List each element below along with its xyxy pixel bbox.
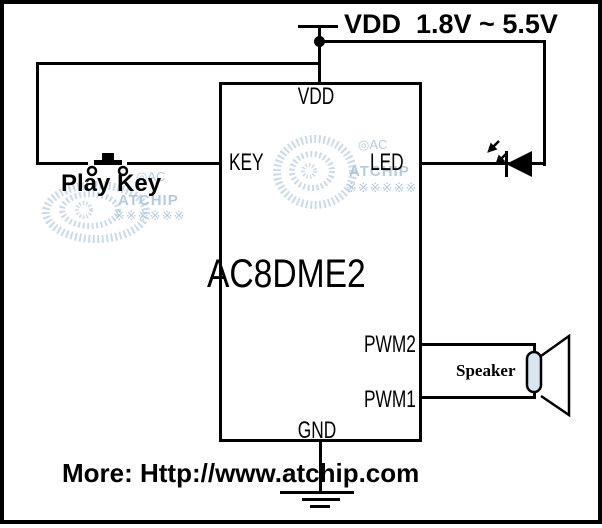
wire-pwm1-rise: [533, 388, 536, 399]
play-key-label: Play Key: [61, 170, 162, 197]
pin-label-pwm1: PWM1: [364, 386, 416, 413]
push-button-icon: [86, 153, 129, 177]
wire-gnd: [319, 441, 322, 493]
watermark-swirl-icon: [273, 135, 357, 209]
speaker-label: Speaker: [456, 361, 516, 380]
wire-right-vertical: [543, 40, 546, 166]
watermark-brand: ATCHIP: [349, 163, 410, 180]
speaker-icon: [525, 333, 571, 418]
watermark-cjk-text: ※※※※※※: [114, 208, 186, 223]
pin-label-vdd: VDD: [297, 83, 335, 110]
wire-pwm2-drop: [533, 343, 536, 354]
watermark-swirl-icon: [42, 181, 150, 243]
led-icon: [487, 140, 532, 177]
wire-pwm2: [420, 343, 536, 346]
wire-vdd-vertical: [318, 25, 321, 84]
pin-label-led: LED: [370, 149, 404, 176]
wire-left-vertical: [36, 62, 39, 165]
watermark-brand: ATCHIP: [118, 192, 179, 209]
pin-label-pwm2: PWM2: [364, 331, 416, 358]
wire-button-left: [36, 162, 88, 165]
power-rail-label: VDD 1.8V ~ 5.5V: [344, 9, 558, 39]
pin-label-key: KEY: [229, 149, 264, 176]
chip-body: [219, 82, 422, 442]
footer-url: More: Http://www.atchip.com: [62, 458, 420, 488]
wire-pwm1: [420, 396, 536, 399]
wire-button-to-key-pin: [127, 162, 220, 165]
wire-key-to-vdd-branch: [36, 62, 321, 65]
ground-symbol: [302, 498, 340, 501]
chip-name: AC8DME2: [207, 252, 366, 296]
watermark-cjk-text: ※※※※※※: [346, 180, 418, 195]
watermark-badge: ◎AC: [358, 137, 388, 152]
ground-symbol: [310, 505, 330, 508]
watermark-badge: ◎AC: [136, 169, 166, 184]
ground-symbol: [280, 491, 354, 494]
wire-vdd-to-led-branch: [319, 40, 546, 43]
wire-led-pin: [420, 162, 546, 165]
pin-label-gnd: GND: [297, 417, 337, 444]
